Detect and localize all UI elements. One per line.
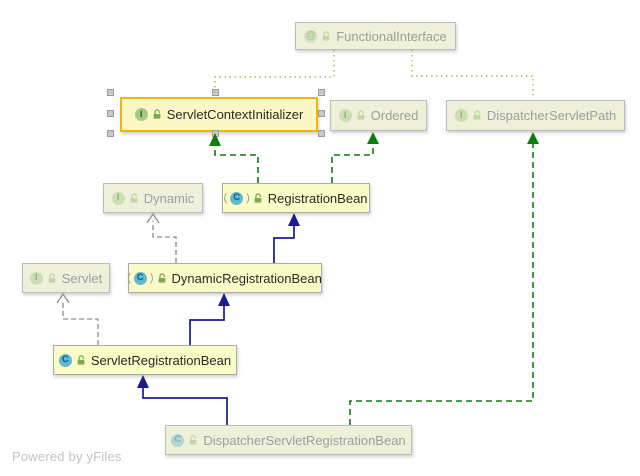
edge-extends-servletregistrationbean-dynamicregistrationbean [189, 293, 230, 345]
node-icons: (C) [223, 191, 262, 205]
unlocked-icon [48, 272, 56, 283]
abstract-class-icon: C [230, 191, 244, 205]
abstract-class-icon: C [133, 271, 147, 285]
node-dynamic[interactable]: I Dynamic [103, 183, 203, 213]
class-icon: C [171, 433, 185, 447]
node-servlet-context-initializer[interactable]: I ServletContextInitializer [120, 97, 318, 132]
edge-annotation-functionalinterface-dispatcherservletpath [411, 50, 534, 99]
interface-icon: I [111, 191, 125, 205]
edge-implements-registrationbean-servletcontextinitializer [209, 133, 259, 183]
unlocked-icon [158, 272, 165, 283]
node-icons: C [171, 433, 198, 447]
node-icons: C [58, 353, 86, 367]
node-icons: I [134, 108, 162, 121]
node-dynamic-registration-bean[interactable]: (C) DynamicRegistrationBean [127, 263, 322, 293]
interface-icon: I [338, 109, 352, 122]
node-dispatcher-servlet-registration-bean[interactable]: C DispatcherServletRegistrationBean [165, 425, 412, 455]
interface-icon: I [29, 271, 43, 285]
node-label: RegistrationBean [267, 190, 368, 206]
edge-implements-servletregistrationbean-servlet [56, 292, 99, 345]
node-icons: I [338, 109, 366, 122]
interface-icon: I [134, 108, 148, 121]
selection-handle[interactable] [107, 110, 114, 117]
node-label: Dynamic [143, 190, 195, 206]
node-label: ServletContextInitializer [166, 107, 304, 122]
node-label: DynamicRegistrationBean [171, 270, 322, 286]
node-icons: I [454, 109, 482, 122]
edge-implements-registrationbean-ordered [331, 132, 379, 183]
annotation-icon: @ [304, 29, 318, 43]
powered-by-yfiles-label: Powered by yFiles [12, 449, 122, 464]
node-ordered[interactable]: I Ordered [330, 100, 427, 131]
selection-handle[interactable] [318, 110, 325, 117]
unlocked-icon [322, 30, 330, 41]
selection-handle[interactable] [212, 89, 219, 96]
unlocked-icon [473, 110, 481, 120]
node-icons: (C) [127, 271, 166, 285]
node-label: Ordered [370, 108, 419, 123]
selection-handle[interactable] [318, 130, 325, 137]
node-functional-interface[interactable]: @ FunctionalInterface [295, 22, 456, 50]
edge-implements-dispatcherservletregistrationbean-dispatcherservletpath [349, 132, 539, 425]
unlocked-icon [254, 192, 262, 203]
node-icons: I [111, 191, 139, 205]
node-icons: I [29, 271, 57, 285]
unlocked-icon [189, 434, 197, 445]
selection-handle[interactable] [212, 130, 219, 137]
node-icons: @ [304, 29, 331, 43]
abstract-marker: ) [246, 191, 250, 204]
node-label: ServletRegistrationBean [90, 352, 232, 368]
class-icon: C [58, 353, 72, 367]
node-servlet[interactable]: I Servlet [22, 263, 110, 293]
unlocked-icon [357, 110, 365, 120]
unlocked-icon [77, 354, 85, 365]
node-dispatcher-servlet-path[interactable]: I DispatcherServletPath [446, 100, 625, 131]
abstract-marker: ) [149, 271, 154, 284]
interface-icon: I [454, 109, 468, 122]
unlocked-icon [153, 109, 161, 119]
edge-extends-dynamicregistrationbean-registrationbean [273, 213, 300, 263]
node-servlet-registration-bean[interactable]: C ServletRegistrationBean [53, 345, 237, 375]
selection-handle[interactable] [107, 89, 114, 96]
selection-handle[interactable] [107, 130, 114, 137]
node-label: Servlet [61, 270, 103, 286]
unlocked-icon [130, 192, 138, 203]
node-label: FunctionalInterface [336, 28, 447, 44]
selection-handle[interactable] [318, 89, 325, 96]
edge-annotation-functionalinterface-servletcontextinitializer [214, 50, 335, 94]
abstract-marker: ( [127, 271, 131, 284]
edge-extends-dispatcherservletregistrationbean-servletregistrationbean [137, 375, 228, 425]
edge-implements-dynamicregistrationbean-dynamic [146, 212, 177, 263]
node-label: DispatcherServletPath [486, 108, 617, 123]
abstract-marker: ( [223, 191, 228, 204]
node-registration-bean[interactable]: (C) RegistrationBean [222, 183, 370, 213]
node-label: DispatcherServletRegistrationBean [203, 432, 406, 448]
